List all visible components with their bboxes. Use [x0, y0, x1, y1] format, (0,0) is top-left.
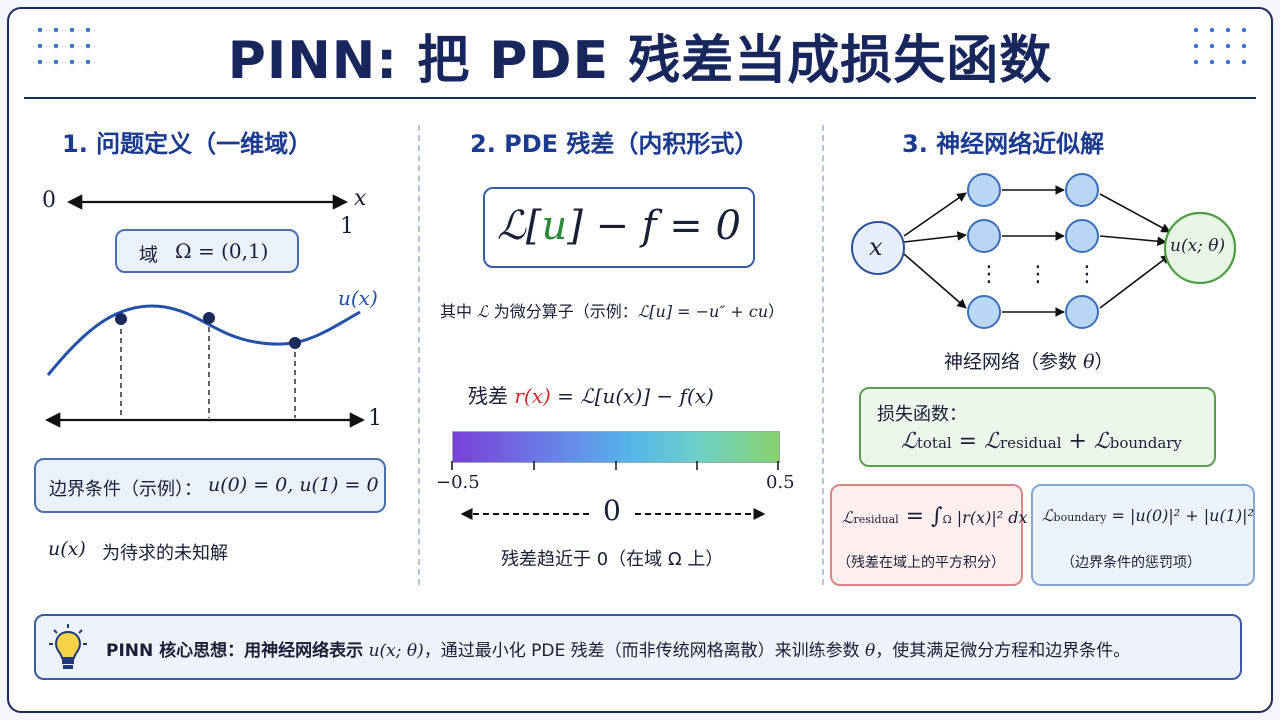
domain-prefix: 域 [139, 244, 159, 266]
eq-operator: ℒ[ [497, 203, 542, 249]
hidden1-ellipsis: ⋮ [978, 262, 1000, 287]
loss-residual-sub: residual [999, 434, 1062, 452]
boundary-loss-box: ℒboundary = |u(0)|² + |u(1)|² （边界条件的惩罚项） [1031, 484, 1255, 586]
net-caption-prefix: 神经网络（参数 [944, 351, 1078, 373]
bnd-box-symbol: ℒ [1042, 506, 1054, 525]
footer-mid: ，通过最小化 PDE 残差（而非传统网格离散）来训练参数 [423, 641, 860, 661]
net-caption-suffix: ） [1094, 351, 1114, 373]
output-node-label: u(x; θ) [1170, 236, 1226, 256]
col1-heading: 1. 问题定义（一维域） [62, 130, 313, 158]
where-suffix: ） [768, 302, 785, 321]
residual-loss-formula: ℒresidual = ∫Ω |r(x)|² dx [842, 504, 1027, 529]
approach-arrows [460, 508, 766, 520]
input-node [851, 221, 905, 275]
residual-loss-note: （残差在域上的平方积分） [837, 555, 1005, 571]
approach-text: 残差趋近于 0（在域 Ω 上） [501, 549, 724, 570]
res-rest: = ℒ[u(x)] − f(x) [557, 384, 714, 408]
where-math: ℒ[u] = −u″ + cu [637, 302, 769, 321]
dot-grid-left [37, 27, 91, 65]
loss-boundary-symbol: + ℒ [1061, 429, 1110, 454]
bottom-axis-one-label: 1 [368, 406, 382, 431]
where-mid: 为微分算子（示例： [493, 302, 638, 321]
residual-loss-box: ℒresidual = ∫Ω |r(x)|² dx （残差在域上的平方积分） [830, 484, 1027, 586]
col2-heading: 2. PDE 残差（内积形式） [470, 130, 759, 158]
domain-box: 域 Ω = (0,1) [115, 229, 299, 273]
hidden2-node-3 [1065, 295, 1099, 329]
res-box-omega: Ω [942, 513, 952, 526]
where-operator: ℒ [477, 302, 489, 321]
res-prefix: 残差 [468, 384, 508, 408]
column-separator-1 [418, 125, 420, 585]
column-separator-2 [822, 125, 824, 585]
res-box-sub: residual [853, 513, 899, 526]
curve-label: u(x) [338, 286, 378, 310]
operator-note: 其中 ℒ 为微分算子（示例：ℒ[u] = −u″ + cu） [440, 298, 784, 322]
net-caption-theta: θ [1083, 351, 1095, 373]
footer-tail: ，使其满足微分方程和边界条件。 [875, 641, 1131, 661]
outer-frame [7, 7, 1273, 713]
unknown-math: u(x) [48, 538, 86, 560]
loss-formula: ℒtotal = ℒresidual + ℒboundary [901, 429, 1182, 454]
unknown-text: 为待求的未知解 [102, 543, 228, 564]
boundary-loss-note: （边界条件的惩罚项） [1061, 555, 1201, 571]
res-r: r(x) [514, 384, 551, 408]
domain-math: Ω = (0,1) [175, 239, 269, 263]
loss-total-symbol: ℒ [901, 429, 917, 454]
zero-label: 0 [603, 494, 621, 527]
sample-point-2 [203, 312, 215, 324]
sample-point-1 [115, 313, 127, 325]
loss-total-sub: total [916, 434, 952, 452]
hidden2-node-2 [1065, 219, 1099, 253]
core-idea-text: PINN 核心思想：用神经网络表示 u(x; θ)，通过最小化 PDE 残差（而… [106, 636, 1130, 661]
boundary-loss-formula: ℒboundary = |u(0)|² + |u(1)|² [1042, 506, 1254, 525]
residual-definition: 残差 r(x) = ℒ[u(x)] − f(x) [468, 380, 714, 409]
res-box-symbol: ℒ [842, 508, 854, 527]
lightbulb-icon [49, 624, 87, 669]
colorbar-max-label: 0.5 [766, 472, 795, 493]
dot-grid-right [1193, 27, 1247, 65]
neural-network-graphic [851, 173, 1237, 329]
hidden2-node-1 [1065, 173, 1099, 207]
bc-math: u(0) = 0, u(1) = 0 [208, 474, 379, 496]
where-prefix: 其中 [440, 302, 473, 321]
colorbar-min-label: −0.5 [436, 472, 480, 493]
footer-math1: u(x; θ) [368, 641, 424, 661]
footer-lead: PINN 核心思想：用神经网络表示 [106, 641, 364, 661]
sample-point-3 [289, 337, 301, 349]
axis-zero-label: 0 [42, 188, 56, 213]
hidden1-node-1 [967, 173, 1001, 207]
loss-boundary-sub: boundary [1109, 434, 1182, 452]
bc-prefix: 边界条件（示例）： [49, 479, 202, 500]
res-box-integral: = ∫ [898, 504, 943, 529]
title-rule [24, 97, 1256, 99]
col3-heading: 3. 神经网络近似解 [902, 130, 1105, 158]
core-idea-box: PINN 核心思想：用神经网络表示 u(x; θ)，通过最小化 PDE 残差（而… [34, 614, 1242, 680]
loss-function-box: 损失函数： ℒtotal = ℒresidual + ℒboundary [859, 387, 1216, 467]
eq-u: u [541, 203, 568, 249]
solution-curve [46, 304, 361, 376]
pde-equation-box: ℒ[u] − f = 0 [483, 187, 755, 268]
eq-rest: ] − f = 0 [567, 203, 741, 249]
network-caption: 神经网络（参数 θ） [944, 347, 1114, 374]
loss-residual-symbol: = ℒ [951, 429, 1000, 454]
page-title: PINN: 把 PDE 残差当成损失函数 [227, 31, 1053, 91]
colorbar-ticks [451, 461, 779, 470]
bnd-box-sub: boundary [1053, 511, 1107, 524]
axis-one-label: 1 [340, 214, 354, 239]
col1-axis-graphic [44, 194, 366, 428]
loss-title: 损失函数： [877, 404, 967, 425]
bnd-box-rest: = |u(0)|² + |u(1)|² [1106, 506, 1254, 525]
hidden1-node-3 [967, 295, 1001, 329]
between-ellipsis: ⋮ [1027, 262, 1049, 287]
hidden1-node-2 [967, 219, 1001, 253]
res-box-rest: |r(x)|² dx [951, 508, 1028, 527]
output-node [1163, 211, 1237, 285]
hidden2-ellipsis: ⋮ [1076, 262, 1098, 287]
boundary-condition-box: 边界条件（示例）： u(0) = 0, u(1) = 0 [34, 458, 386, 513]
footer-math2: θ [865, 641, 876, 661]
axis-x-label: x [354, 186, 367, 211]
input-node-label: x [869, 233, 883, 261]
